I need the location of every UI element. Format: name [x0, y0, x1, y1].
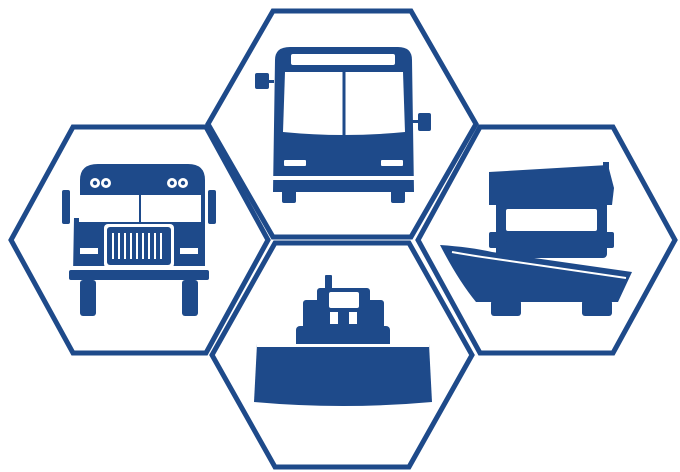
hex-tile-transit-bus	[205, 8, 479, 240]
snowplow-truck-icon	[440, 162, 632, 316]
hex-tile-bulldozer	[209, 240, 475, 470]
hex-tile-school-bus	[8, 124, 271, 356]
bulldozer-icon	[254, 275, 432, 406]
transit-bus-icon	[255, 47, 431, 203]
school-bus-icon	[62, 164, 216, 316]
hex-tile-snowplow	[415, 124, 678, 356]
